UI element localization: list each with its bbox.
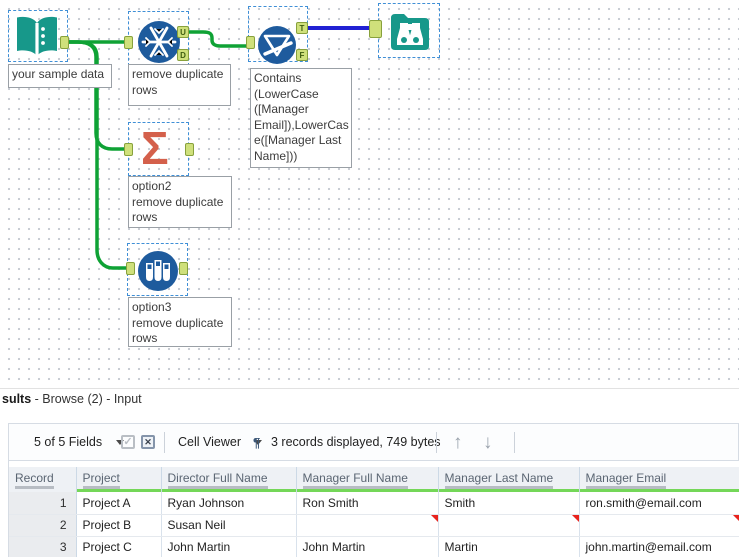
annotation-sample[interactable]: option3 remove duplicate rows: [128, 297, 232, 347]
column-header-record[interactable]: Record: [9, 467, 77, 492]
cell[interactable]: ron.smith@email.com: [579, 492, 739, 515]
summarize-sigma-icon: Σ: [141, 122, 169, 174]
toolbar-separator: [164, 432, 165, 453]
annotation-unique[interactable]: remove duplicate rows: [128, 64, 231, 106]
filter-funnel-icon: [258, 26, 296, 64]
results-toolbar: 5 of 5 Fields ✓ ✕ Cell Viewer ¶ 3 record…: [8, 423, 739, 461]
cell[interactable]: John Martin: [161, 536, 297, 557]
down-arrow-icon: ↓: [483, 431, 493, 453]
records-status: 3 records displayed, 749 bytes: [271, 435, 441, 449]
toolbar-separator: [436, 432, 437, 453]
input-anchor[interactable]: [369, 20, 382, 38]
cell-viewer-dropdown[interactable]: Cell Viewer: [178, 424, 262, 460]
input-anchor[interactable]: [126, 262, 135, 275]
cell[interactable]: Ron Smith: [296, 492, 439, 515]
checkbox-icon: ✓: [121, 435, 135, 449]
wire-input-to-sample[interactable]: [62, 40, 130, 270]
results-panel-title: sults - Browse (2) - Input: [2, 392, 142, 406]
null-indicator: [571, 514, 578, 522]
output-anchor[interactable]: [185, 143, 194, 156]
cell[interactable]: [296, 514, 439, 537]
input-anchor[interactable]: [124, 36, 133, 49]
cell[interactable]: Martin: [438, 536, 580, 557]
unique-d-anchor[interactable]: D: [177, 49, 189, 61]
sample-test-tubes-icon: [138, 251, 178, 291]
table-row: 1 Project A Ryan Johnson Ron Smith Smith…: [9, 492, 739, 515]
wire-input-to-summarize[interactable]: [62, 40, 128, 151]
cell[interactable]: [438, 514, 580, 537]
select-all-checkbox[interactable]: ✓: [121, 424, 135, 460]
workflow-canvas[interactable]: Σ U D T F your sample data remove duplic…: [0, 0, 739, 389]
cell[interactable]: Smith: [438, 492, 580, 515]
cell[interactable]: Susan Neil: [161, 514, 297, 537]
chevron-down-icon: [254, 439, 262, 445]
cell[interactable]: john.martin@email.com: [579, 536, 739, 557]
input-data-book-icon: [17, 16, 57, 56]
browse-binoculars-icon: [391, 14, 429, 50]
wire-unique-to-filter[interactable]: [185, 30, 250, 48]
filter-true-anchor[interactable]: T: [296, 22, 308, 34]
chevron-down-icon: [116, 439, 125, 445]
record-number-cell[interactable]: 2: [9, 514, 77, 537]
filter-false-anchor[interactable]: F: [296, 49, 308, 61]
column-header-project[interactable]: Project: [76, 467, 162, 492]
column-header-director[interactable]: Director Full Name: [161, 467, 297, 492]
output-anchor[interactable]: [179, 262, 188, 275]
output-anchor[interactable]: [60, 36, 69, 49]
input-anchor[interactable]: [246, 36, 255, 49]
record-number-cell[interactable]: 3: [9, 536, 77, 557]
whitespace-toggle[interactable]: ¶: [253, 424, 260, 460]
cell[interactable]: Project B: [76, 514, 162, 537]
x-box-icon: ✕: [141, 435, 155, 449]
cell[interactable]: Project A: [76, 492, 162, 515]
cell[interactable]: John Martin: [296, 536, 439, 557]
unique-u-anchor[interactable]: U: [177, 26, 189, 38]
table-row: 2 Project B Susan Neil: [9, 514, 739, 537]
pilcrow-icon: ¶: [253, 434, 261, 450]
column-header-manager-last[interactable]: Manager Last Name: [438, 467, 580, 492]
null-indicator: [430, 514, 437, 522]
results-grid: Record Project Director Full Name Manage…: [8, 461, 739, 557]
deselect-button[interactable]: ✕: [141, 424, 155, 460]
toolbar-separator: [514, 432, 515, 453]
annotation-filter[interactable]: Contains (LowerCase ([Manager Email]),Lo…: [250, 68, 352, 168]
connection-wires: [62, 26, 372, 270]
cell[interactable]: Ryan Johnson: [161, 492, 297, 515]
column-header-manager-email[interactable]: Manager Email: [579, 467, 739, 492]
annotation-input[interactable]: your sample data: [8, 64, 112, 88]
unique-snowflake-icon: [138, 21, 180, 63]
record-number-cell[interactable]: 1: [9, 492, 77, 515]
table-row: 3 Project C John Martin John Martin Mart…: [9, 536, 739, 557]
annotation-summarize[interactable]: option2 remove duplicate rows: [128, 176, 232, 228]
up-arrow-icon: ↑: [453, 431, 463, 453]
scroll-down-button[interactable]: ↓: [483, 424, 493, 460]
column-header-manager-full[interactable]: Manager Full Name: [296, 467, 439, 492]
input-anchor[interactable]: [124, 143, 133, 156]
scroll-up-button[interactable]: ↑: [453, 424, 463, 460]
cell[interactable]: Project C: [76, 536, 162, 557]
cell[interactable]: [579, 514, 739, 537]
fields-dropdown[interactable]: 5 of 5 Fields: [34, 424, 125, 460]
null-indicator: [732, 514, 739, 522]
table-header-row: Record Project Director Full Name Manage…: [9, 467, 739, 492]
